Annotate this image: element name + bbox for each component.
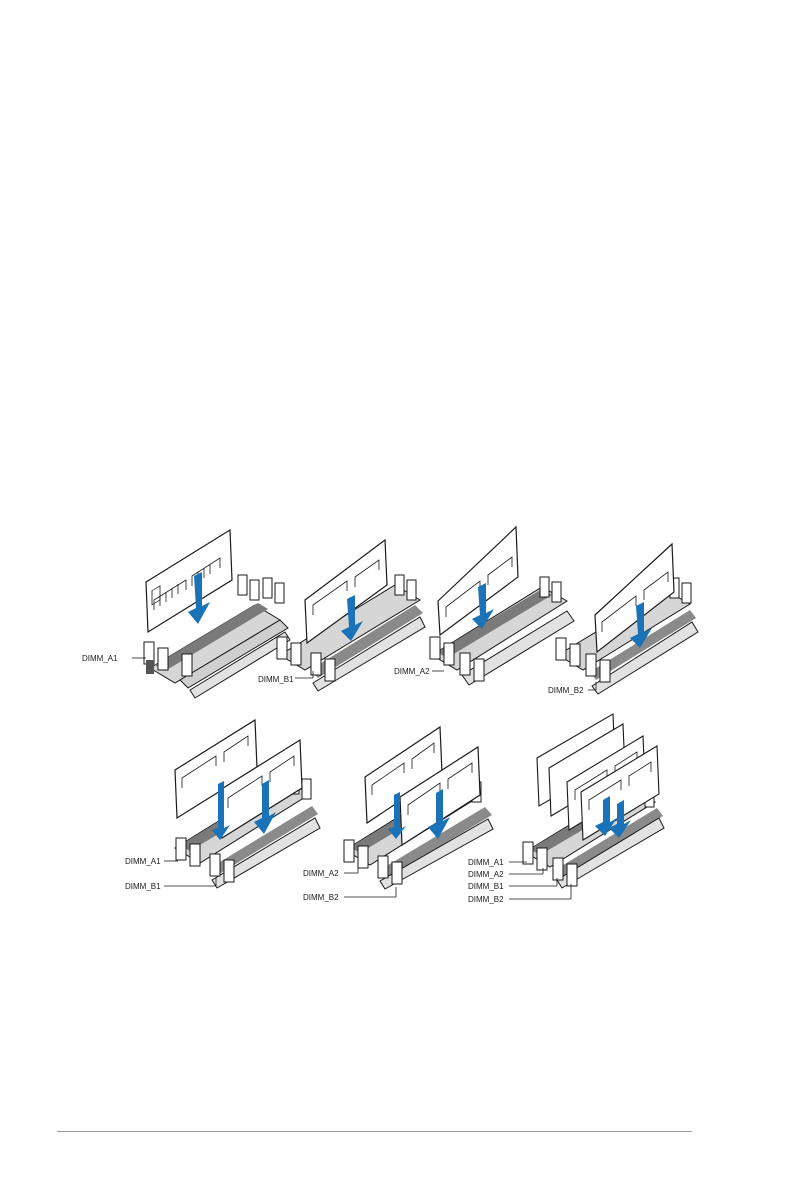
slot-label: DIMM_A2 <box>468 870 504 879</box>
install-diagram-all-four: DIMM_A1 DIMM_A2 DIMM_B1 DIMM_B2 <box>465 712 675 912</box>
memory-module-icon <box>146 530 232 632</box>
slot-label: DIMM_A1 <box>82 654 118 663</box>
slot-illustration: DIMM_A1 DIMM_A2 DIMM_B1 DIMM_B2 <box>465 712 675 912</box>
install-diagram-b2: DIMM_B2 <box>540 540 705 700</box>
slot-label: DIMM_B2 <box>548 686 584 695</box>
slot-label: DIMM_B2 <box>468 895 504 904</box>
slot-label: DIMM_A1 <box>468 858 504 867</box>
slot-label: DIMM_A1 <box>125 857 161 866</box>
install-diagram-a1-b1: DIMM_A1 DIMM_B1 <box>120 718 330 898</box>
slot-label: DIMM_B1 <box>125 882 161 891</box>
footer-divider <box>57 1131 692 1132</box>
slot-illustration: DIMM_A1 DIMM_B1 <box>120 718 330 898</box>
slot-label: DIMM_A2 <box>394 667 430 676</box>
slot-label: DIMM_B2 <box>303 893 339 902</box>
slot-label: DIMM_B1 <box>258 675 294 684</box>
slot-illustration: DIMM_B2 <box>540 540 705 700</box>
slot-label: DIMM_B1 <box>468 882 504 891</box>
slot-label: DIMM_A2 <box>303 869 339 878</box>
